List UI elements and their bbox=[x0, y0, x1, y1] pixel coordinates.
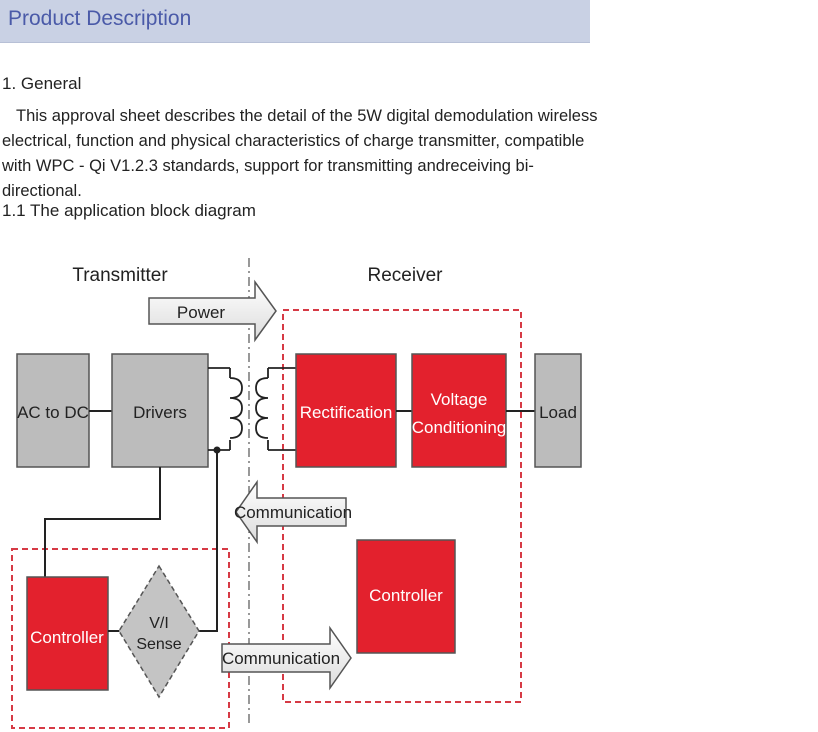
tx-controller-boundary bbox=[11, 548, 230, 729]
tx-coil bbox=[229, 377, 243, 439]
vi-sense-line1: V/I bbox=[149, 615, 169, 632]
diagram-heading: 1.1 The application block diagram bbox=[2, 201, 256, 220]
general-paragraph: This approval sheet describes the detail… bbox=[2, 104, 602, 204]
voltage-label-line2: Conditioning bbox=[412, 418, 507, 437]
sense-wire bbox=[198, 450, 218, 632]
load-label: Load bbox=[539, 403, 577, 422]
voltage-label-line1: Voltage bbox=[431, 390, 488, 409]
drivers-label: Drivers bbox=[133, 403, 187, 422]
power-label: Power bbox=[177, 303, 226, 322]
communication-left-label: Communication bbox=[234, 503, 352, 522]
vi-sense-block bbox=[118, 564, 200, 699]
drivers-block bbox=[111, 353, 209, 468]
rectification-label: Rectification bbox=[300, 403, 393, 422]
ac-dc-label: AC to DC bbox=[17, 403, 89, 422]
vi-sense-line2: Sense bbox=[136, 636, 181, 653]
tx-controller-block bbox=[26, 576, 109, 691]
rectification-block bbox=[295, 353, 397, 468]
communication-right-label: Communication bbox=[222, 649, 340, 668]
drivers-controller-wire bbox=[44, 467, 161, 577]
header-bar: Product Description bbox=[0, 0, 590, 43]
general-text: This approval sheet describes the detail… bbox=[2, 107, 598, 200]
page-title: Product Description bbox=[8, 7, 192, 30]
voltage-conditioning-block bbox=[411, 353, 507, 468]
receiver-label: Receiver bbox=[368, 265, 444, 286]
rx-controller-label: Controller bbox=[369, 586, 443, 605]
transmitter-label: Transmitter bbox=[72, 265, 168, 286]
load-block bbox=[534, 353, 582, 468]
rx-controller-block bbox=[356, 539, 456, 654]
communication-arrow-right bbox=[221, 625, 352, 691]
tx-controller-label: Controller bbox=[30, 628, 104, 647]
communication-arrow-left bbox=[235, 479, 347, 545]
power-arrow bbox=[148, 279, 277, 343]
rx-coil bbox=[255, 377, 269, 439]
general-heading: 1. General bbox=[2, 74, 82, 93]
